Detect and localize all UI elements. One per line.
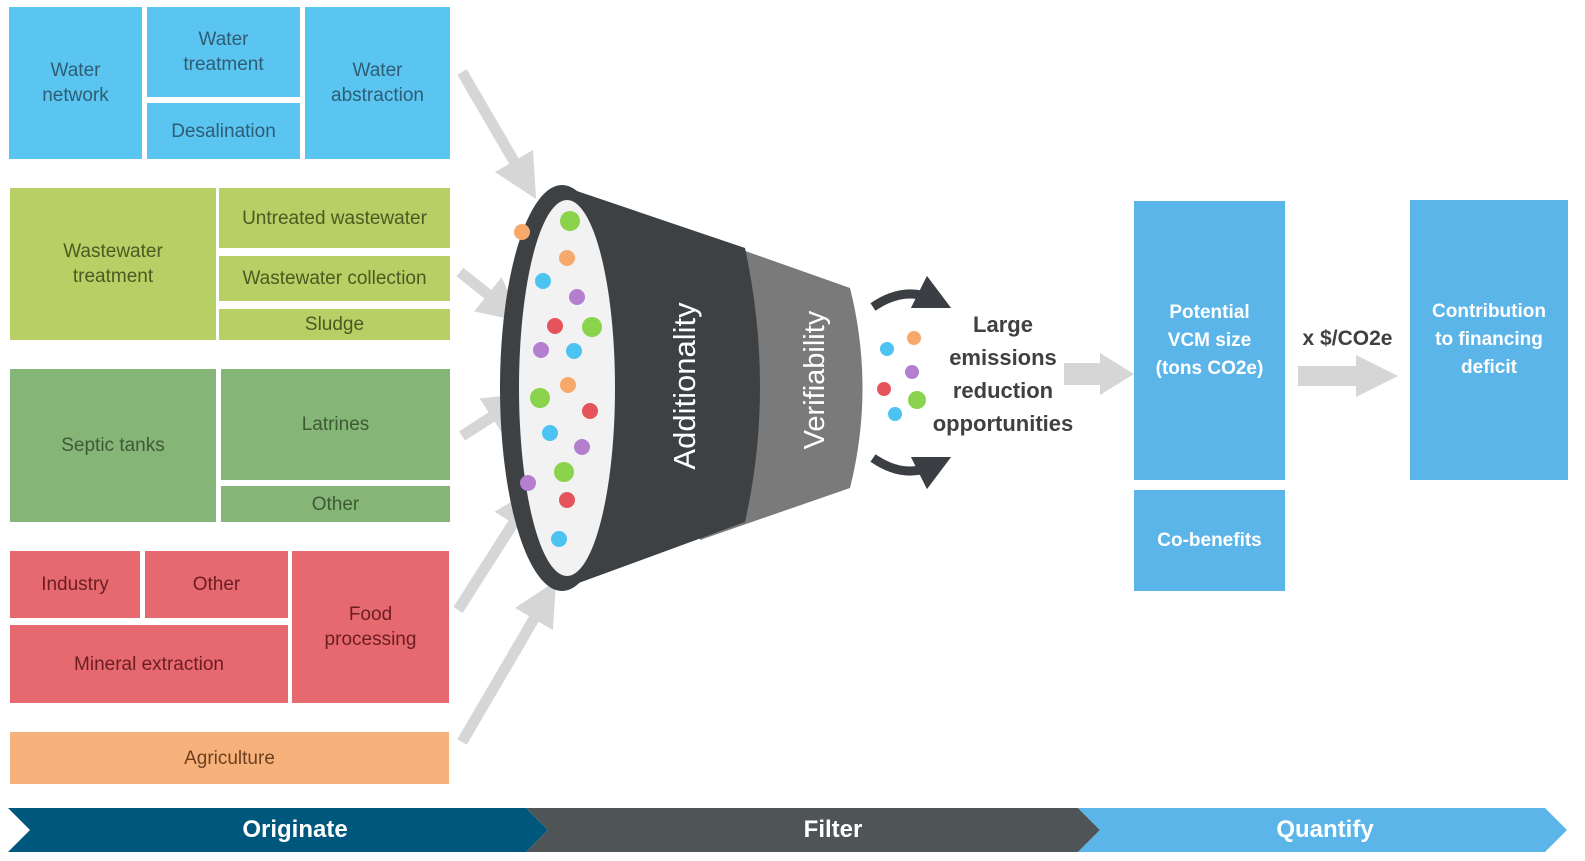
tile-water-treatment: Water treatment — [147, 7, 300, 97]
arrow-to-contribution — [1298, 355, 1398, 397]
input-arrow-1 — [457, 69, 537, 200]
input-arrow-4 — [453, 486, 537, 613]
stage-originate-shape — [8, 808, 548, 852]
tile-mineral-extraction: Mineral extraction — [10, 625, 288, 703]
dot — [547, 318, 563, 334]
tile-water-network: Water network — [9, 7, 142, 159]
dot — [533, 342, 549, 358]
funnel-dots — [514, 211, 602, 547]
dot — [888, 407, 902, 421]
multiplier-label: x $/CO2e — [1302, 327, 1393, 350]
dot — [905, 365, 919, 379]
dot — [907, 331, 921, 345]
input-arrow-2 — [456, 267, 523, 322]
tile-desalination: Desalination — [147, 103, 300, 159]
tile-untreated-wastewater: Untreated wastewater — [219, 188, 450, 248]
dot — [560, 377, 576, 393]
tile-sludge: Sludge — [219, 309, 450, 340]
box-co-benefits: Co-benefits — [1134, 490, 1285, 591]
dot — [908, 391, 926, 409]
tile-industrial-other: Other — [145, 551, 288, 618]
stage-filter-shape — [526, 808, 1100, 852]
curved-arrow-top — [870, 275, 952, 311]
input-arrows — [453, 69, 557, 745]
tile-water-abstraction: Water abstraction — [305, 7, 450, 159]
output-dots — [877, 331, 926, 421]
dot — [530, 388, 550, 408]
tile-industry: Industry — [10, 551, 140, 618]
dot — [520, 475, 536, 491]
arrow-to-vcm — [1064, 353, 1134, 395]
stage-quantify-label: Quantify — [1276, 816, 1374, 843]
dot — [514, 224, 530, 240]
dot — [574, 439, 590, 455]
funnel-label-additionality: Additionality — [667, 302, 702, 470]
dot — [551, 531, 567, 547]
tile-food-processing: Food processing — [292, 551, 449, 703]
dot — [542, 425, 558, 441]
dot — [877, 382, 891, 396]
dot — [582, 403, 598, 419]
tile-wastewater-collection: Wastewater collection — [219, 256, 450, 301]
dot — [569, 289, 585, 305]
box-contribution-financing-deficit: Contribution to financing deficit — [1410, 200, 1568, 480]
dot — [582, 317, 602, 337]
dot — [880, 342, 894, 356]
tile-sanitation-other: Other — [221, 486, 450, 522]
dot — [535, 273, 551, 289]
input-arrow-5 — [457, 581, 557, 745]
dot — [559, 492, 575, 508]
dot — [554, 462, 574, 482]
stage-originate-label: Originate — [242, 816, 348, 843]
tile-septic-tanks: Septic tanks — [10, 369, 216, 522]
tile-latrines: Latrines — [221, 369, 450, 480]
stage-filter-label: Filter — [803, 816, 863, 843]
output-label: Large emissions reduction opportunities — [932, 312, 1074, 436]
funnel-label-verifiability: Verifiability — [799, 310, 831, 450]
dot — [560, 211, 580, 231]
stage-quantify-shape — [1078, 808, 1567, 852]
curved-arrow-bottom — [870, 454, 952, 490]
tile-wastewater-treatment: Wastewater treatment — [10, 188, 216, 340]
dot — [566, 343, 582, 359]
tile-agriculture: Agriculture — [10, 732, 449, 784]
box-potential-vcm-size: Potential VCM size (tons CO2e) — [1134, 201, 1285, 480]
dot — [559, 250, 575, 266]
